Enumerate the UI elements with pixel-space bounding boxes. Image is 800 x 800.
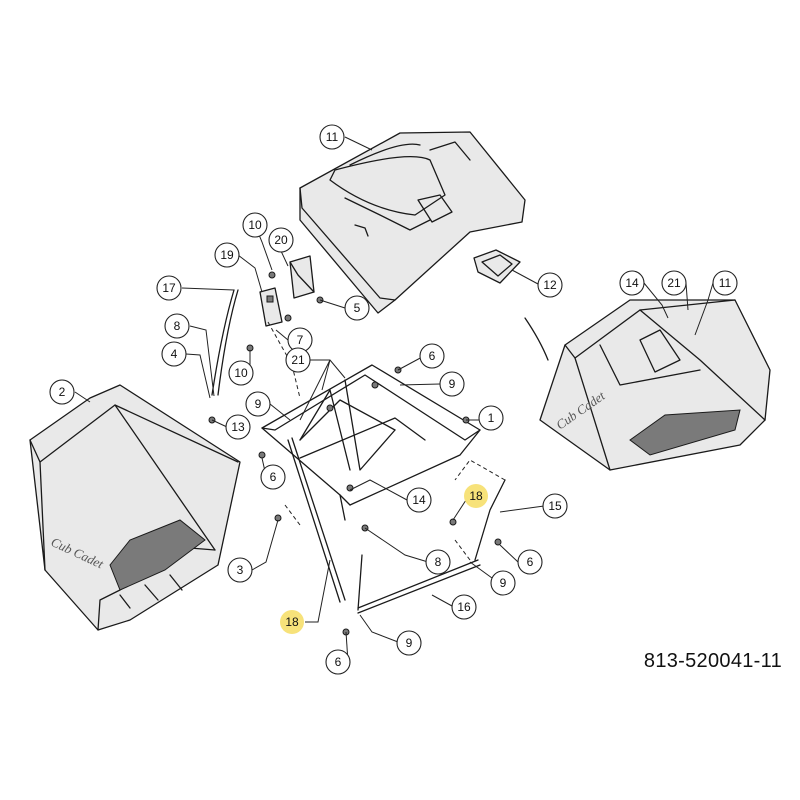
drawing-number: 813-520041-11 xyxy=(643,650,782,672)
callout-14-right: 14 xyxy=(619,270,645,296)
grass-bag-part-2: Cub Cadet xyxy=(29,384,241,631)
svg-text:18: 18 xyxy=(469,489,483,503)
svg-text:10: 10 xyxy=(234,366,248,380)
svg-text:2: 2 xyxy=(59,385,66,399)
handle-tube-part-17 xyxy=(211,289,239,396)
svg-text:6: 6 xyxy=(270,470,277,484)
callout-16: 16 xyxy=(451,594,477,620)
svg-text:16: 16 xyxy=(457,600,471,614)
callout-10-mid: 10 xyxy=(228,360,254,386)
svg-text:14: 14 xyxy=(412,493,426,507)
bracket-part-19 xyxy=(259,287,283,327)
callout-11-right: 11 xyxy=(712,270,738,296)
latch-part-12 xyxy=(473,249,521,284)
svg-text:6: 6 xyxy=(335,655,342,669)
callout-14-mid: 14 xyxy=(406,487,432,513)
bag-frame-part-1 xyxy=(261,364,481,521)
callout-3: 3 xyxy=(227,557,253,583)
callout-8-left: 8 xyxy=(164,313,190,339)
callout-9-right: 9 xyxy=(490,570,516,596)
callout-2: 2 xyxy=(49,379,75,405)
svg-text:19: 19 xyxy=(220,248,234,262)
callout-8-bottom: 8 xyxy=(425,549,451,575)
svg-text:14: 14 xyxy=(625,276,639,290)
rod-part-18-left xyxy=(287,437,346,603)
svg-text:11: 11 xyxy=(719,276,732,290)
svg-text:10: 10 xyxy=(248,218,262,232)
svg-text:8: 8 xyxy=(174,319,181,333)
leader-lines xyxy=(74,136,714,663)
callout-17: 17 xyxy=(156,275,182,301)
svg-text:20: 20 xyxy=(274,233,288,247)
svg-text:12: 12 xyxy=(543,278,557,292)
callout-6-left: 6 xyxy=(260,464,286,490)
callout-18-right: 18 xyxy=(464,484,488,508)
callout-13: 13 xyxy=(225,414,251,440)
callout-11-top: 11 xyxy=(319,124,345,150)
callout-5: 5 xyxy=(344,295,370,321)
svg-text:9: 9 xyxy=(255,397,262,411)
svg-text:21: 21 xyxy=(291,353,305,367)
svg-text:6: 6 xyxy=(429,349,436,363)
frame-supports-part-21 xyxy=(299,379,396,471)
callout-19: 19 xyxy=(214,242,240,268)
svg-text:15: 15 xyxy=(548,499,562,513)
assembled-bag-right: Cub Cadet xyxy=(524,299,771,471)
callout-4: 4 xyxy=(161,341,187,367)
svg-text:8: 8 xyxy=(435,555,442,569)
callouts: 11 10 20 19 17 5 12 8 7 4 10 21 6 2 9 9 … xyxy=(49,124,738,675)
svg-text:4: 4 xyxy=(171,347,178,361)
callout-21-mid: 21 xyxy=(285,347,311,373)
callout-6-right: 6 xyxy=(517,549,543,575)
svg-text:3: 3 xyxy=(237,563,244,577)
svg-text:13: 13 xyxy=(231,420,245,434)
svg-text:18: 18 xyxy=(285,615,299,629)
top-cover-part-11 xyxy=(299,131,526,314)
fasteners xyxy=(208,271,502,636)
callout-1: 1 xyxy=(478,405,504,431)
lower-rod-part-16 xyxy=(357,554,481,614)
svg-text:6: 6 xyxy=(527,555,534,569)
rod-part-18-right xyxy=(474,479,506,561)
svg-text:17: 17 xyxy=(162,281,176,295)
callout-12: 12 xyxy=(537,272,563,298)
callout-15: 15 xyxy=(542,493,568,519)
svg-text:11: 11 xyxy=(326,130,339,144)
hinge-bracket-part-20 xyxy=(289,255,315,299)
callout-21-right: 21 xyxy=(661,270,687,296)
svg-text:9: 9 xyxy=(406,636,413,650)
callout-20: 20 xyxy=(268,227,294,253)
callout-7: 7 xyxy=(287,327,313,353)
callout-9-left: 9 xyxy=(245,391,271,417)
svg-text:9: 9 xyxy=(449,377,456,391)
svg-text:21: 21 xyxy=(667,276,681,290)
callout-9-top: 9 xyxy=(439,371,465,397)
svg-text:9: 9 xyxy=(500,576,507,590)
svg-text:5: 5 xyxy=(354,301,361,315)
callout-6-bottom: 6 xyxy=(325,649,351,675)
svg-text:1: 1 xyxy=(488,411,495,425)
callout-10-top: 10 xyxy=(242,212,268,238)
callout-6-top: 6 xyxy=(419,343,445,369)
callout-18-left: 18 xyxy=(280,610,304,634)
callout-9-bottom: 9 xyxy=(396,630,422,656)
svg-text:7: 7 xyxy=(297,333,304,347)
